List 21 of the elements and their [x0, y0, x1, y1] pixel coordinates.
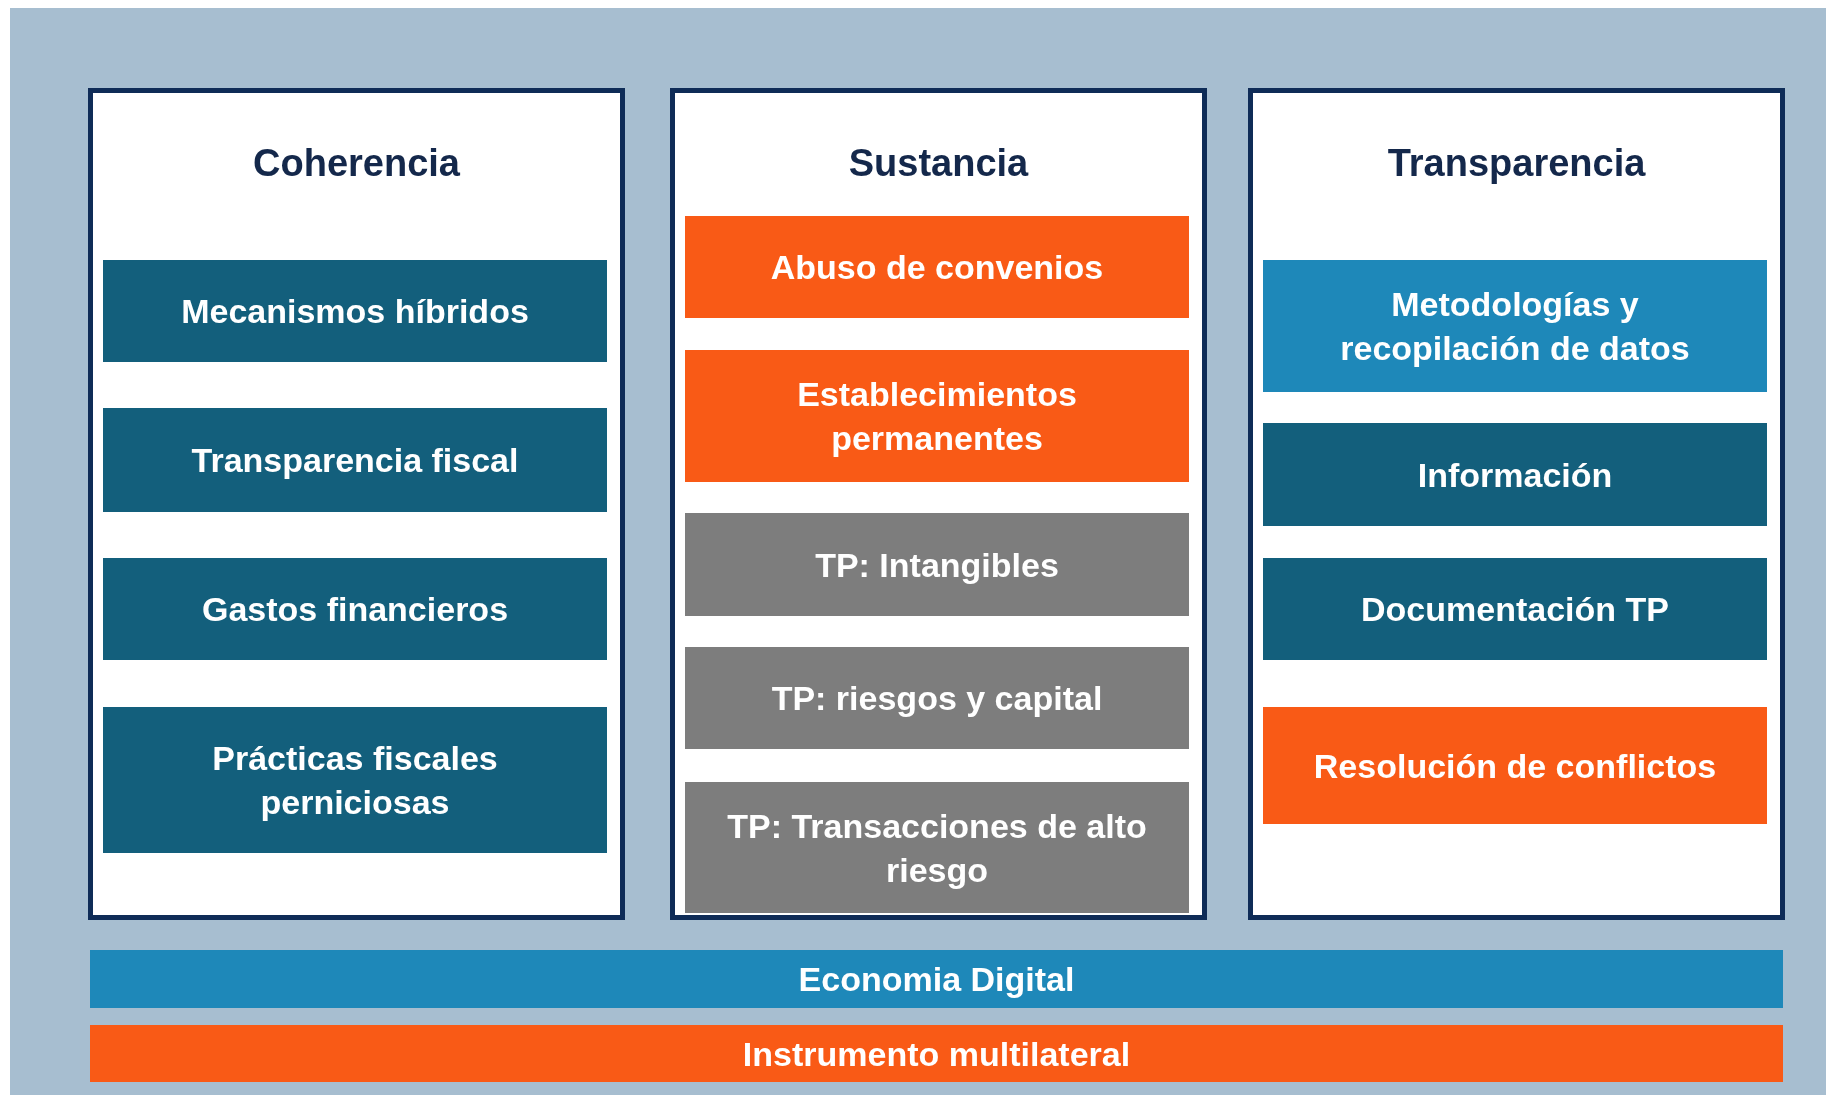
topic-box: Abuso de convenios: [685, 216, 1189, 318]
topic-box: Gastos financieros: [103, 558, 607, 660]
topic-box: Metodologías y recopilación de datos: [1263, 260, 1767, 392]
column-panel: [88, 88, 625, 920]
topic-box: Mecanismos híbridos: [103, 260, 607, 362]
column-heading: Coherencia: [252, 141, 461, 185]
column-heading: Sustancia: [847, 141, 1030, 185]
topic-box: Establecimientos permanentes: [685, 350, 1189, 482]
column-heading: Transparencia: [1386, 141, 1647, 185]
topic-box: TP: Transacciones de alto riesgo: [685, 782, 1189, 913]
topic-box: TP: Intangibles: [685, 513, 1189, 616]
topic-box: Resolución de conflictos: [1263, 707, 1767, 824]
topic-box: Transparencia fiscal: [103, 408, 607, 512]
topic-box: Documentación TP: [1263, 558, 1767, 660]
banner-bar: Instrumento multilateral: [90, 1025, 1783, 1082]
topic-box: Prácticas fiscales perniciosas: [103, 707, 607, 853]
banner-bar: Economia Digital: [90, 950, 1783, 1008]
column-panel: [670, 88, 1207, 920]
topic-box: TP: riesgos y capital: [685, 647, 1189, 749]
column-panel: [1248, 88, 1785, 920]
topic-box: Información: [1263, 423, 1767, 526]
